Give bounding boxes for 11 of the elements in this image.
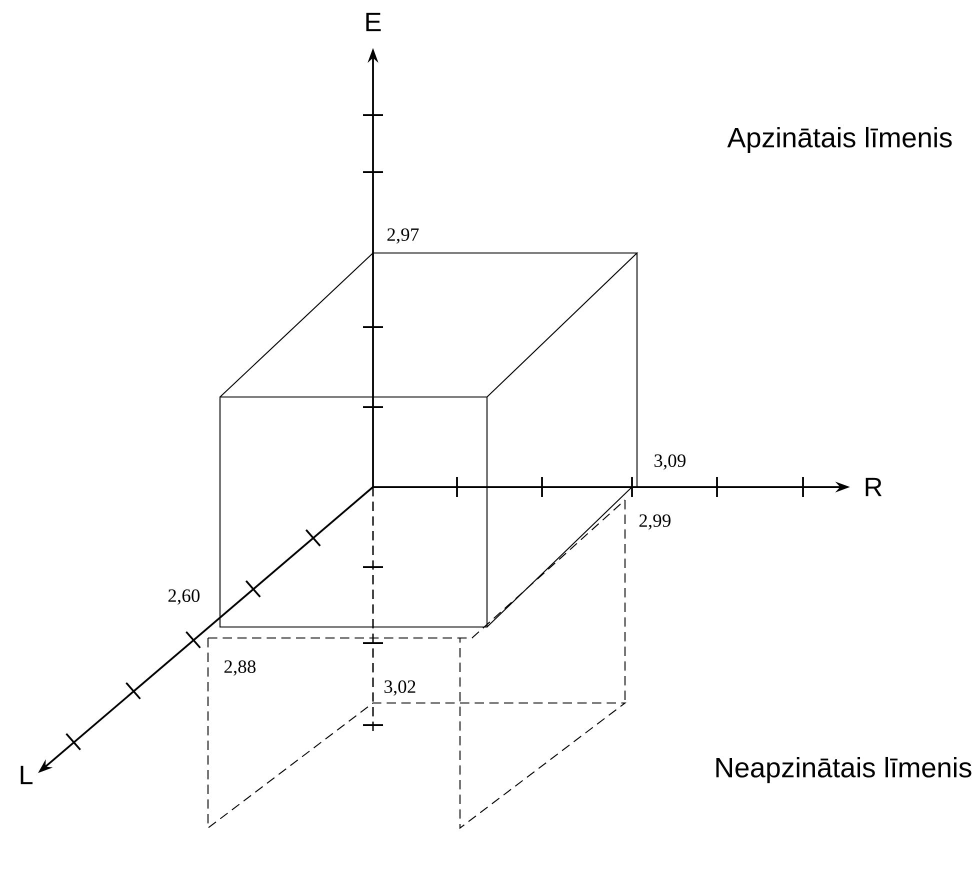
value-label: 2,97 <box>387 228 419 244</box>
value-label: 2,60 <box>168 589 200 605</box>
value-label: 2,88 <box>224 660 256 676</box>
axis-label: L <box>20 766 33 784</box>
value-label: 3,09 <box>654 454 686 470</box>
value-label: 3,02 <box>384 680 416 696</box>
axis-label: E <box>366 12 381 32</box>
level-label: Apzinātais līmenis <box>727 126 952 154</box>
axis-label: R <box>866 478 882 496</box>
value-label: 2,99 <box>639 514 671 530</box>
level-label: Neapzinātais līmenis <box>716 756 972 784</box>
